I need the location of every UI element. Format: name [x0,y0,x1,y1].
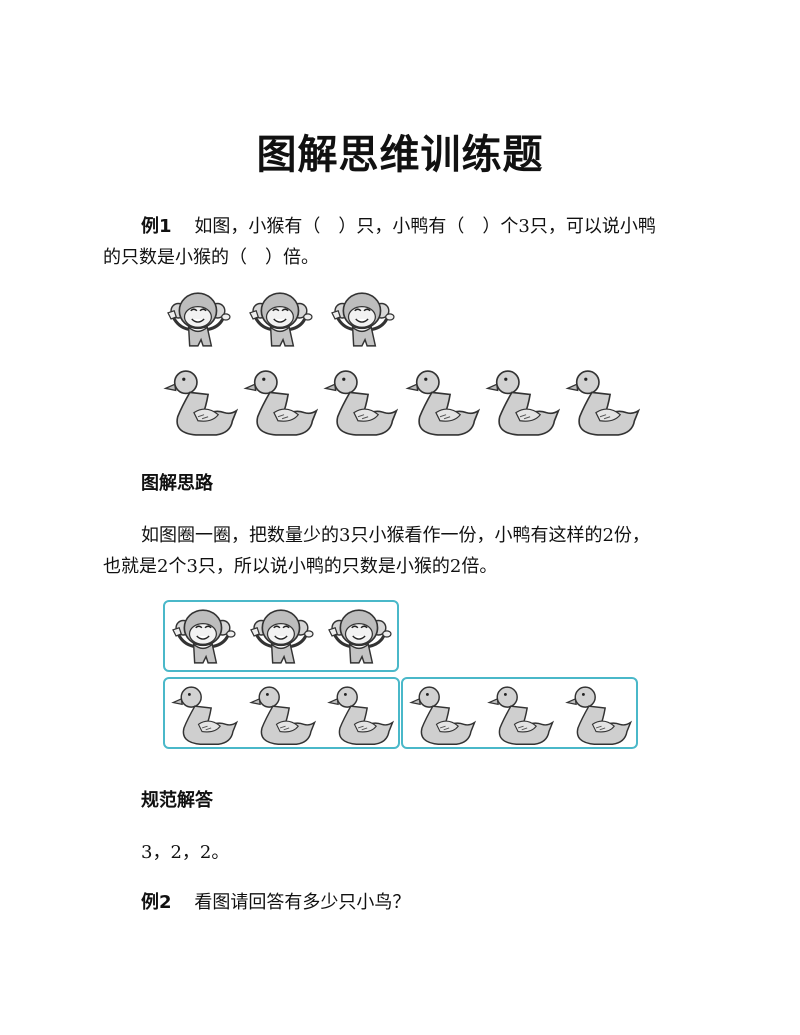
duck-group-box-1 [163,677,400,749]
monkey-figure [249,608,315,665]
monkey-figure [171,608,237,665]
monkey-group-box [163,600,399,672]
duck-figure [250,686,316,746]
duck-figure [406,370,480,436]
duck-figure [172,686,238,746]
monkey-figure [327,608,393,665]
duck-figure [324,370,398,436]
monkey-figure [166,291,232,348]
duck-figure [164,370,238,436]
duck-figure [488,686,554,746]
answer-heading: 规范解答 [141,790,213,811]
duck-figure [566,370,640,436]
page-title: 图解思维训练题 [256,132,544,178]
duck-figure [486,370,560,436]
example2-line: 例2 看图请回答有多少只小鸟？ [141,888,410,914]
duck-group-box-2 [401,677,638,749]
thinking-line1: 如图圈一圈，把数量少的3只小猴看作一份，小鸭有这样的2份， [141,525,650,546]
answer-text: 3，2，2。 [141,842,230,863]
duck-figure [410,686,476,746]
example1-line1: 例1 如图，小猴有（ ）只，小鸭有（ ）个3只，可以说小鸭 [141,212,656,238]
example1-question-start: 如图，小猴有（ ）只，小鸭有（ ）个3只，可以说小鸭 [194,216,656,237]
example1-label: 例1 [141,216,172,237]
duck-figure [566,686,632,746]
monkey-figure [248,291,314,348]
thinking-heading: 图解思路 [141,473,213,494]
example1-line2: 的只数是小猴的（ ）倍。 [103,247,319,268]
thinking-line2: 也就是2个3只，所以说小鸭的只数是小猴的2倍。 [103,556,498,577]
example2-label: 例2 [141,892,172,913]
duck-figure [328,686,394,746]
duck-row [160,362,640,438]
monkey-row [160,288,400,350]
monkey-figure [330,291,396,348]
duck-figure [244,370,318,436]
example2-question: 看图请回答有多少只小鸟？ [194,892,411,913]
